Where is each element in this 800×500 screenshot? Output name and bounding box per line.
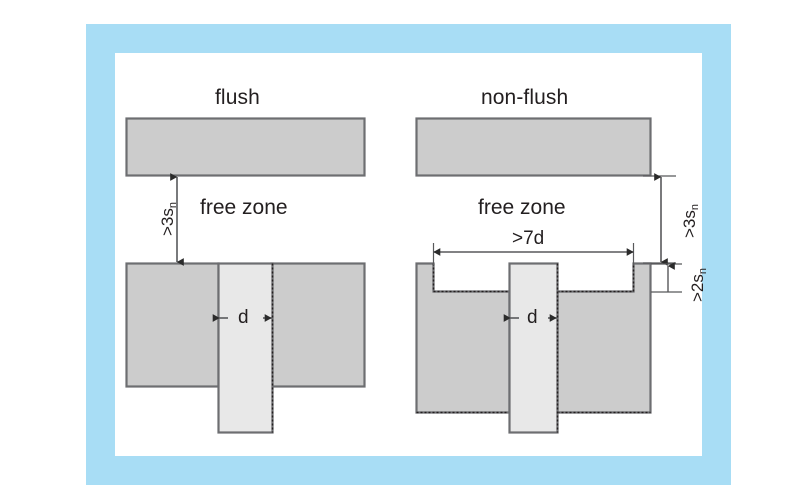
flush-clearance-value: >3s — [158, 208, 177, 236]
flush-free-zone-label: free zone — [200, 196, 288, 219]
flush-diameter-label: d — [238, 307, 249, 328]
nonflush-title: non-flush — [481, 86, 569, 109]
flush-clearance-label: >3sn — [158, 201, 179, 236]
nonflush-recess-depth-subscript: n — [697, 267, 709, 275]
nonflush-recess-depth-value: >2s — [688, 274, 707, 302]
flush-title: flush — [215, 86, 260, 109]
diagram-canvas — [115, 53, 702, 456]
nonflush-recess-width-label: >7d — [512, 228, 545, 249]
nonflush-free-zone-label: free zone — [478, 196, 566, 219]
nonflush-diameter-label: d — [527, 307, 538, 328]
flush-clearance-subscript: n — [167, 201, 179, 209]
nonflush-clearance-label: >3sn — [680, 203, 701, 238]
nonflush-recess-depth-label: >2sn — [688, 267, 709, 302]
nonflush-clearance-value: >3s — [680, 210, 699, 238]
nonflush-clearance-subscript: n — [689, 203, 701, 211]
